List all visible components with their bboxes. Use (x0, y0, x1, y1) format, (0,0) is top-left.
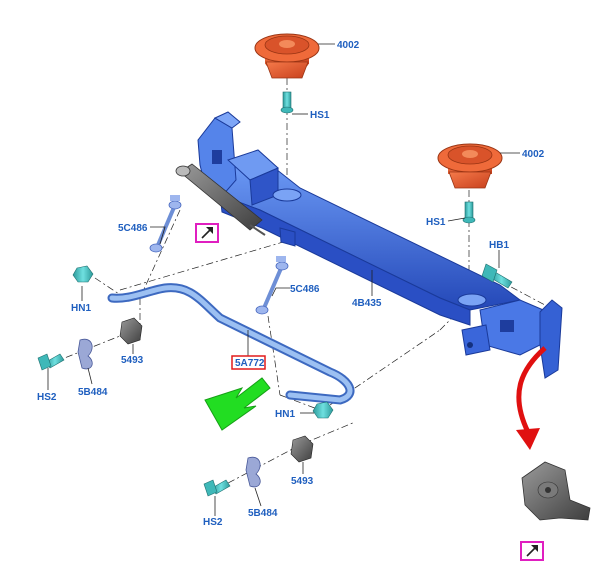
label-5493-left[interactable]: 5493 (121, 355, 144, 366)
label-hs2-bottom[interactable]: HS2 (203, 517, 223, 528)
highlight-box (231, 355, 266, 370)
label-5b484-left[interactable]: 5B484 (78, 387, 108, 398)
bushing-5493-bottom[interactable] (290, 435, 314, 463)
label-hn1-center[interactable]: HN1 (275, 409, 295, 420)
part-labels: 4002 HS1 4002 HS1 HB1 5C486 5C486 4B435 … (37, 40, 545, 528)
label-5493-bottom[interactable]: 5493 (291, 476, 314, 487)
knuckle-detail (521, 461, 591, 521)
green-arrow (204, 377, 271, 431)
bracket-5b484-left[interactable] (77, 338, 93, 370)
bolt-hs2-left[interactable] (37, 353, 65, 371)
bolt-hb1[interactable] (481, 263, 513, 289)
label-5c486-left[interactable]: 5C486 (118, 223, 148, 234)
label-hs1-top[interactable]: HS1 (310, 110, 330, 121)
red-curved-arrow (516, 346, 547, 450)
label-hs1-right[interactable]: HS1 (426, 217, 446, 228)
label-4b435[interactable]: 4B435 (352, 298, 382, 309)
nut-hn1-center[interactable] (312, 401, 334, 419)
label-5c486-center[interactable]: 5C486 (290, 284, 320, 295)
leader-lines (47, 43, 520, 516)
bolt-hs2-bottom[interactable] (203, 479, 231, 497)
bolt-hs1-right[interactable] (462, 201, 476, 224)
label-hs2-left[interactable]: HS2 (37, 392, 57, 403)
link-5c486-left[interactable] (149, 195, 182, 253)
label-hn1-left[interactable]: HN1 (71, 303, 91, 314)
nut-hn1-left[interactable] (72, 265, 94, 283)
label-hb1[interactable]: HB1 (489, 240, 509, 251)
external-link-icon[interactable] (195, 223, 219, 243)
bolt-hs1-top[interactable] (280, 91, 294, 114)
label-5b484-bottom[interactable]: 5B484 (248, 508, 278, 519)
external-link-icon[interactable] (520, 541, 544, 561)
label-4002-right[interactable]: 4002 (522, 149, 545, 160)
mount-4002-right[interactable] (437, 143, 503, 189)
stabilizer-bar-5a772[interactable] (107, 283, 355, 405)
label-4002-top[interactable]: 4002 (337, 40, 360, 51)
bushing-5493-left[interactable] (119, 317, 143, 345)
damper (175, 163, 266, 236)
bracket-5b484-bottom[interactable] (245, 456, 261, 488)
label-5a772[interactable]: 5A772 (235, 358, 265, 369)
mount-4002-top[interactable] (254, 33, 320, 79)
link-5c486-center[interactable] (255, 256, 289, 315)
crossmember-4b435[interactable] (197, 111, 563, 379)
